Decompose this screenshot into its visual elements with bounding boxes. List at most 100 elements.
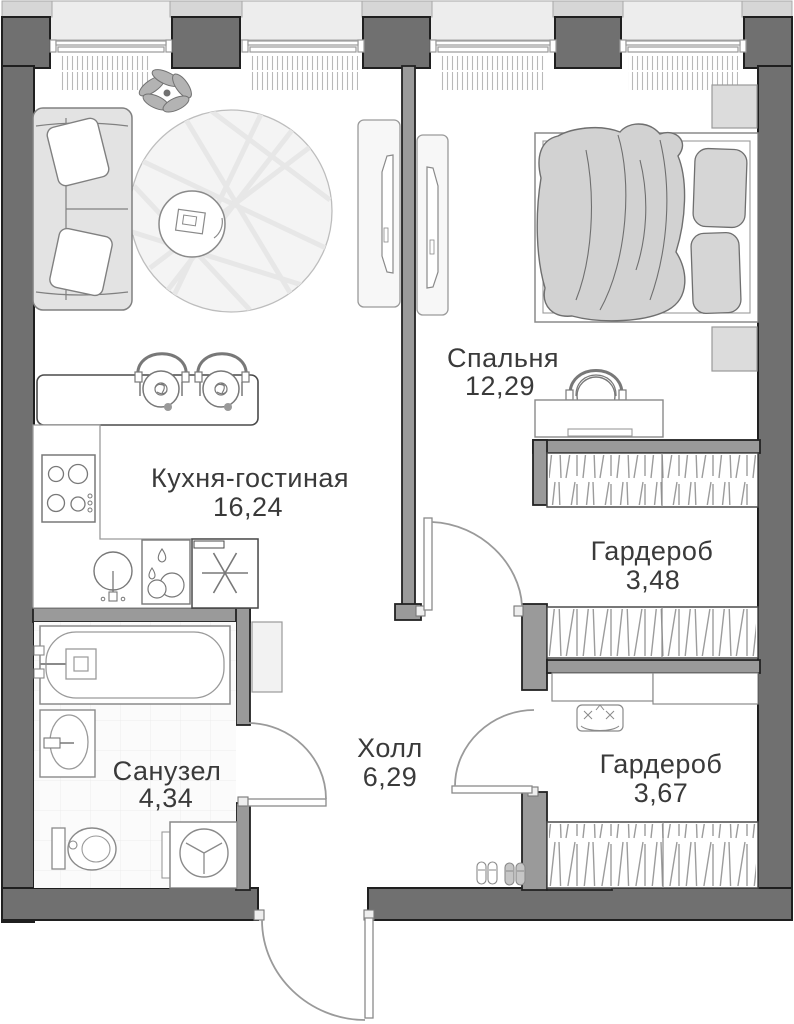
right-wall <box>757 65 793 891</box>
kitchen <box>32 424 259 609</box>
shoe-rack <box>576 704 624 732</box>
bar-stool-2 <box>194 352 250 411</box>
left-wall <box>1 65 35 923</box>
duvet <box>536 123 686 322</box>
door-leaf <box>364 917 374 1019</box>
wardrobe-divider-wall <box>546 659 761 674</box>
bottom-wall-left <box>1 887 259 921</box>
label-bathroom: Санузел 4,34 <box>113 756 222 813</box>
wardrobe-367 <box>546 672 759 889</box>
tv-unit-bedroom <box>416 134 449 316</box>
bottom-wall-right <box>367 887 793 921</box>
label-wardrobe-348: Гардероб 3,48 <box>591 536 714 595</box>
wardrobe348-pillar <box>532 439 548 506</box>
bathroom-sink <box>39 709 96 778</box>
radiator-2 <box>250 56 358 90</box>
door-swing-arc <box>247 722 327 800</box>
window-1 <box>49 39 173 53</box>
droplet-icon <box>157 548 167 563</box>
room-area: 16,24 <box>213 492 283 522</box>
door-leaf <box>247 798 327 807</box>
tap-handle-2 <box>33 668 45 679</box>
windows <box>49 39 747 53</box>
pillar-hall-right-upper <box>521 603 548 691</box>
kitchen-sink <box>93 551 133 602</box>
plant <box>138 69 192 113</box>
bathroom <box>33 622 238 889</box>
pillar-hall-right-lower <box>521 791 548 891</box>
tv-unit-living <box>357 119 401 308</box>
clothes-rail-mid <box>546 606 759 659</box>
stove <box>41 454 96 523</box>
coffee-table <box>158 190 226 258</box>
wardrobe-348 <box>546 452 759 659</box>
room-name: Спальня <box>447 343 559 373</box>
sofa-pillow-1 <box>46 117 110 187</box>
nightstand-2 <box>711 326 758 372</box>
duvet-folds <box>575 134 668 311</box>
radiator-3 <box>440 56 546 90</box>
rug-round <box>129 109 333 313</box>
window-2 <box>241 39 365 53</box>
label-hall: Холл 6,29 <box>357 733 422 792</box>
door-leaf <box>451 785 533 794</box>
bedroom <box>416 84 759 438</box>
tv-screen-bedroom <box>426 166 439 289</box>
snowflake-icon <box>202 552 248 594</box>
window-4 <box>619 39 747 53</box>
room-name: Санузел <box>113 756 222 786</box>
label-kitchen-living: Кухня-гостиная 16,24 <box>151 463 349 522</box>
bed-pillow-2 <box>690 231 742 315</box>
sofa <box>32 107 133 311</box>
window-3 <box>429 39 557 53</box>
fridge <box>191 538 259 609</box>
radiator-1 <box>60 56 150 90</box>
nightstand-1 <box>711 84 758 129</box>
wardrobe367-door <box>451 709 539 797</box>
hall <box>251 621 526 886</box>
dish-rack <box>141 539 191 605</box>
label-wardrobe-367: Гардероб 3,67 <box>600 749 723 808</box>
clothes-rail-top <box>546 452 759 508</box>
bathroom-door <box>237 722 327 807</box>
room-area: 4,34 <box>139 783 194 813</box>
slippers <box>476 861 526 886</box>
room-area: 6,29 <box>363 762 418 792</box>
mid-wall <box>401 65 416 607</box>
room-name: Гардероб <box>591 536 714 566</box>
labels: Кухня-гостиная 16,24 Спальня 12,29 Гарде… <box>113 343 723 813</box>
tv-screen-living <box>381 154 394 274</box>
bathtub <box>33 625 231 705</box>
room-name: Гардероб <box>600 749 723 779</box>
toilet <box>51 827 117 871</box>
bath-pillar-upper <box>235 607 251 726</box>
room-area: 3,48 <box>626 565 681 595</box>
radiator-4 <box>628 56 738 90</box>
room-name: Кухня-гостиная <box>151 463 349 493</box>
shelf-left <box>551 672 654 702</box>
radiators <box>60 56 738 90</box>
bed-pillow-1 <box>692 147 748 229</box>
bedroom-wardrobe-wall <box>532 439 761 454</box>
living-room <box>32 69 401 426</box>
room-area: 12,29 <box>465 371 535 401</box>
door-swing-arc <box>454 709 535 787</box>
washing-machine <box>161 821 238 889</box>
label-bedroom: Спальня 12,29 <box>447 343 559 401</box>
bar-stool-1 <box>134 352 190 411</box>
sofa-pillow-2 <box>49 227 113 297</box>
doors <box>237 517 539 1021</box>
bath-pillar-lower <box>235 802 251 891</box>
kitchen-bath-wall <box>32 607 251 623</box>
door-swing-arc <box>261 919 366 1021</box>
shelf-right <box>652 672 759 705</box>
tap-handle-1 <box>33 645 45 656</box>
bed <box>534 123 759 323</box>
bedroom-door <box>415 517 524 617</box>
door-leaf <box>423 517 433 611</box>
vanity-desk <box>534 399 664 438</box>
room-area: 3,67 <box>634 778 689 808</box>
clothes-rail-bottom <box>546 821 759 889</box>
